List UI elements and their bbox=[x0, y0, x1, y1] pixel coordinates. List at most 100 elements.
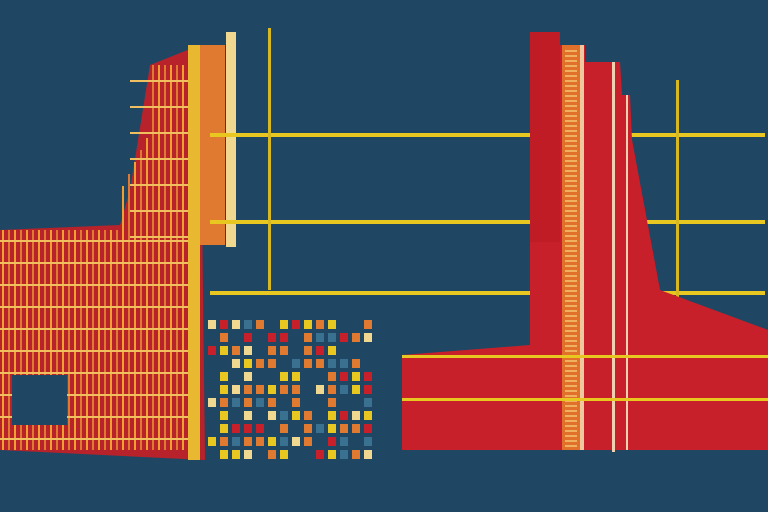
shape bbox=[565, 285, 577, 287]
shape bbox=[280, 437, 288, 446]
shape bbox=[328, 424, 336, 433]
shape bbox=[208, 385, 216, 394]
shape bbox=[244, 346, 252, 355]
shape bbox=[0, 350, 188, 352]
shape bbox=[220, 424, 228, 433]
shape bbox=[565, 365, 577, 367]
shape bbox=[130, 236, 188, 238]
shape bbox=[565, 85, 577, 87]
shape bbox=[220, 398, 228, 407]
shape bbox=[328, 359, 336, 368]
shape bbox=[565, 330, 577, 332]
shape bbox=[0, 284, 188, 286]
shape bbox=[316, 346, 324, 355]
shape bbox=[565, 420, 577, 422]
shape bbox=[268, 333, 276, 342]
shape bbox=[68, 230, 70, 450]
shape bbox=[304, 450, 312, 459]
shape bbox=[110, 230, 112, 450]
shape bbox=[26, 230, 28, 450]
shape bbox=[364, 424, 372, 433]
shape bbox=[208, 398, 216, 407]
shape bbox=[565, 95, 577, 97]
shape bbox=[232, 437, 240, 446]
shape bbox=[565, 360, 577, 362]
shape bbox=[62, 230, 64, 450]
shape bbox=[565, 440, 577, 442]
shape bbox=[304, 346, 312, 355]
shape bbox=[364, 450, 372, 459]
shape bbox=[32, 230, 34, 450]
shape bbox=[292, 398, 300, 407]
shape bbox=[316, 333, 324, 342]
shape bbox=[316, 424, 324, 433]
shape bbox=[244, 398, 252, 407]
shape bbox=[232, 333, 240, 342]
shape bbox=[328, 320, 336, 329]
shape bbox=[565, 110, 577, 112]
shape bbox=[565, 415, 577, 417]
shape bbox=[565, 310, 577, 312]
shape bbox=[86, 230, 88, 450]
shape bbox=[565, 405, 577, 407]
shape bbox=[220, 346, 228, 355]
shape bbox=[244, 359, 252, 368]
shape bbox=[364, 372, 372, 381]
shape bbox=[220, 385, 228, 394]
shape bbox=[565, 370, 577, 372]
shape bbox=[304, 333, 312, 342]
shape bbox=[220, 372, 228, 381]
shape bbox=[2, 230, 4, 450]
shape bbox=[232, 372, 240, 381]
vertical-beam bbox=[188, 45, 200, 460]
shape bbox=[74, 230, 76, 450]
shape bbox=[565, 120, 577, 122]
shape bbox=[304, 411, 312, 420]
shape bbox=[0, 328, 188, 330]
shape bbox=[565, 160, 577, 162]
shape bbox=[0, 240, 188, 242]
shape bbox=[565, 100, 577, 102]
shape bbox=[130, 132, 188, 134]
tower-strip-light bbox=[226, 32, 236, 247]
shape bbox=[316, 320, 324, 329]
shape bbox=[146, 138, 148, 450]
shape bbox=[158, 65, 160, 450]
shape bbox=[268, 372, 276, 381]
shape bbox=[256, 359, 264, 368]
shape bbox=[565, 255, 577, 257]
shape bbox=[152, 65, 154, 450]
shape bbox=[316, 359, 324, 368]
shape bbox=[328, 411, 336, 420]
shape bbox=[164, 65, 166, 450]
shape bbox=[44, 230, 46, 450]
shape bbox=[244, 372, 252, 381]
shape bbox=[565, 320, 577, 322]
shape bbox=[304, 320, 312, 329]
shape bbox=[364, 359, 372, 368]
shape bbox=[565, 220, 577, 222]
shape bbox=[565, 350, 577, 352]
shape bbox=[565, 115, 577, 117]
shape bbox=[244, 320, 252, 329]
shape bbox=[232, 398, 240, 407]
shape bbox=[565, 315, 577, 317]
shape bbox=[352, 333, 360, 342]
shape bbox=[340, 437, 348, 446]
shape bbox=[340, 359, 348, 368]
shape bbox=[328, 450, 336, 459]
shape bbox=[56, 230, 58, 450]
shape bbox=[0, 262, 188, 264]
shape bbox=[292, 437, 300, 446]
shape bbox=[565, 380, 577, 382]
shape bbox=[256, 437, 264, 446]
shape bbox=[220, 450, 228, 459]
shape bbox=[244, 424, 252, 433]
shape bbox=[565, 240, 577, 242]
shape bbox=[140, 150, 142, 450]
shape bbox=[130, 184, 188, 186]
shape bbox=[268, 411, 276, 420]
shape bbox=[364, 333, 372, 342]
shape bbox=[232, 320, 240, 329]
